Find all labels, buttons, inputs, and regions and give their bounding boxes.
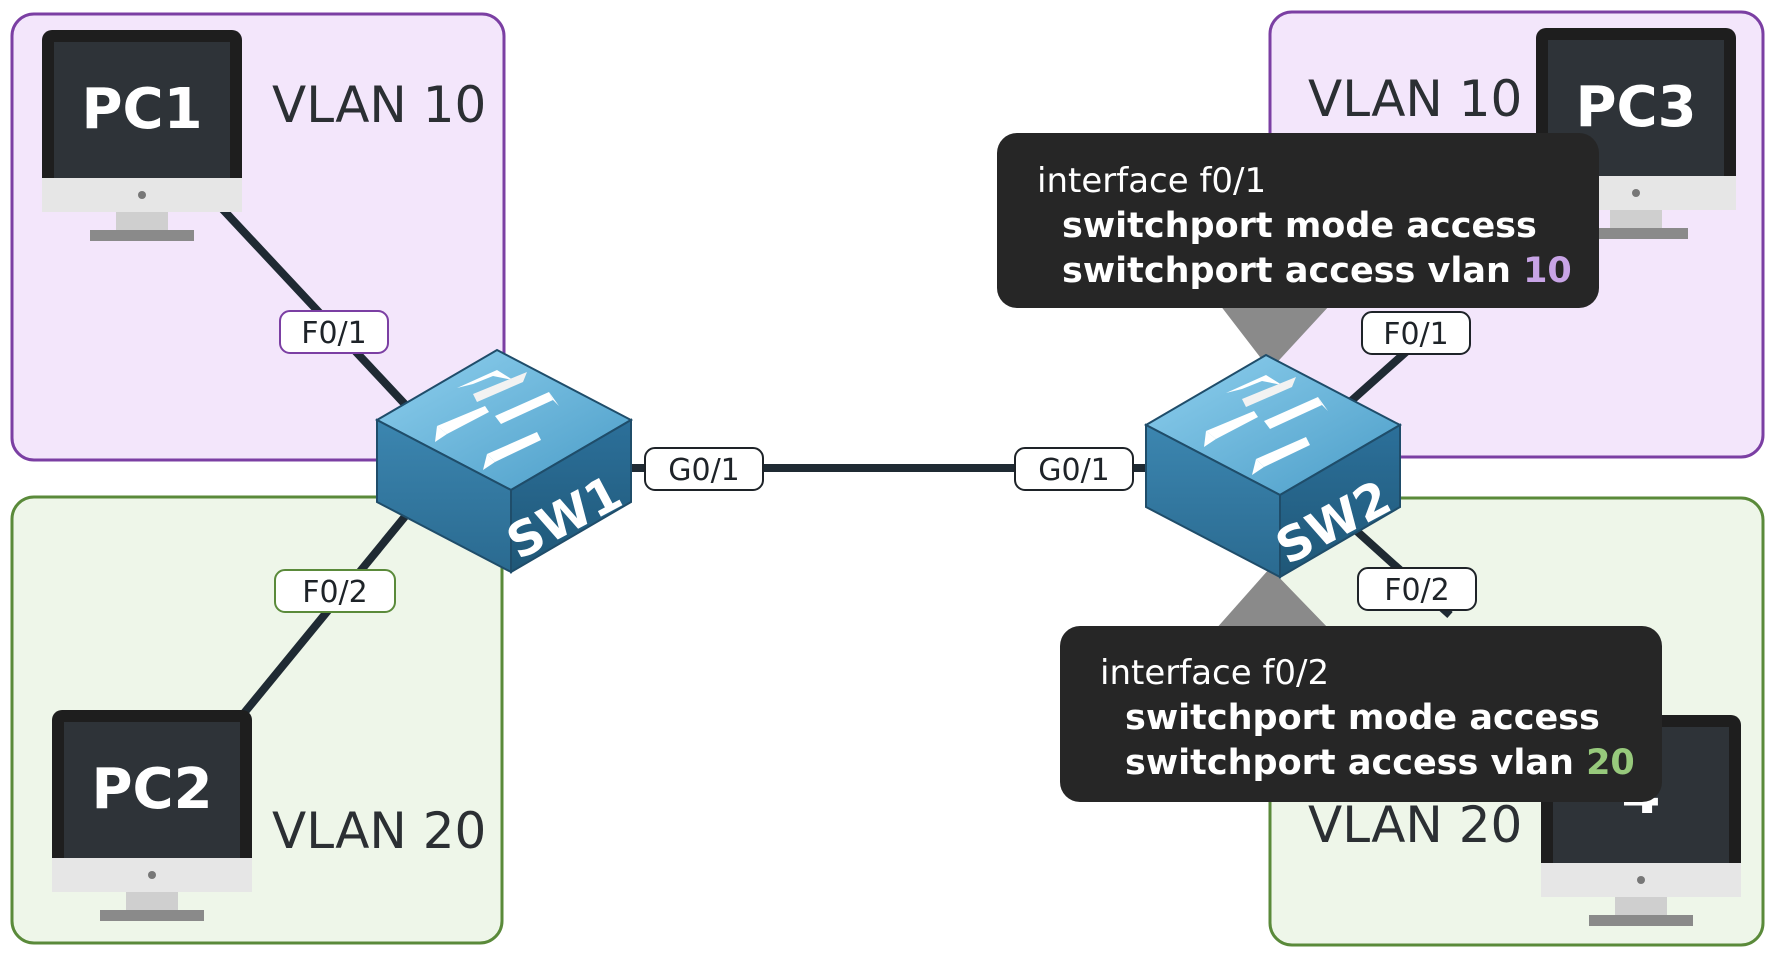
port-sw2-g01: G0/1	[1014, 447, 1134, 491]
callout-bottom-mode-line: switchport mode access	[1125, 698, 1600, 738]
port-sw2-f02: F0/2	[1357, 567, 1477, 611]
callout-top-mode-line: switchport mode access	[1062, 206, 1537, 246]
pc2-computer-icon[interactable]: PC2	[52, 710, 252, 921]
config-callout-f01: interface f0/1 switchport mode access sw…	[997, 133, 1599, 308]
vlan-label-left-top: VLAN 10	[272, 76, 486, 134]
callout-bottom-vlan-prefix: switchport access vlan	[1125, 743, 1586, 783]
port-sw1-g01: G0/1	[644, 447, 764, 491]
callout-top-vlan-number: 10	[1523, 251, 1572, 291]
pc3-computer-icon[interactable]: PC3	[1536, 28, 1736, 239]
callout-top-connector	[1220, 305, 1330, 370]
pc3-label: PC3	[1575, 75, 1696, 140]
callout-top-vlan-line: switchport access vlan 10	[1062, 251, 1572, 291]
callout-bottom-vlan-number: 20	[1586, 743, 1635, 783]
port-sw1-f01-label: F0/1	[301, 316, 367, 351]
port-sw2-g01-label: G0/1	[1038, 453, 1110, 488]
cable-pc1-sw1	[197, 182, 418, 418]
port-sw2-f01-label: F0/1	[1383, 317, 1449, 352]
pc1-computer-icon[interactable]: PC1	[42, 30, 242, 241]
port-sw1-f01: F0/1	[279, 310, 389, 354]
port-sw1-f02: F0/2	[274, 569, 396, 613]
port-sw2-f02-label: F0/2	[1384, 573, 1450, 608]
callout-top-vlan-prefix: switchport access vlan	[1062, 251, 1523, 291]
config-callout-f02: interface f0/2 switchport mode access sw…	[1060, 626, 1662, 802]
pc2-label: PC2	[91, 757, 212, 822]
port-sw1-f02-label: F0/2	[302, 575, 368, 610]
callout-bottom-vlan-line: switchport access vlan 20	[1125, 743, 1635, 783]
port-sw2-f01: F0/1	[1361, 311, 1471, 355]
vlan-label-right-bottom: VLAN 20	[1308, 796, 1522, 854]
callout-top-interface-line: interface f0/1	[1037, 161, 1266, 201]
callout-bottom-connector	[1215, 568, 1330, 630]
pc1-label: PC1	[81, 77, 202, 142]
vlan-label-right-top: VLAN 10	[1308, 70, 1522, 128]
callout-bottom-interface-line: interface f0/2	[1100, 653, 1329, 693]
port-sw1-g01-label: G0/1	[668, 453, 740, 488]
vlan-label-left-bottom: VLAN 20	[272, 802, 486, 860]
